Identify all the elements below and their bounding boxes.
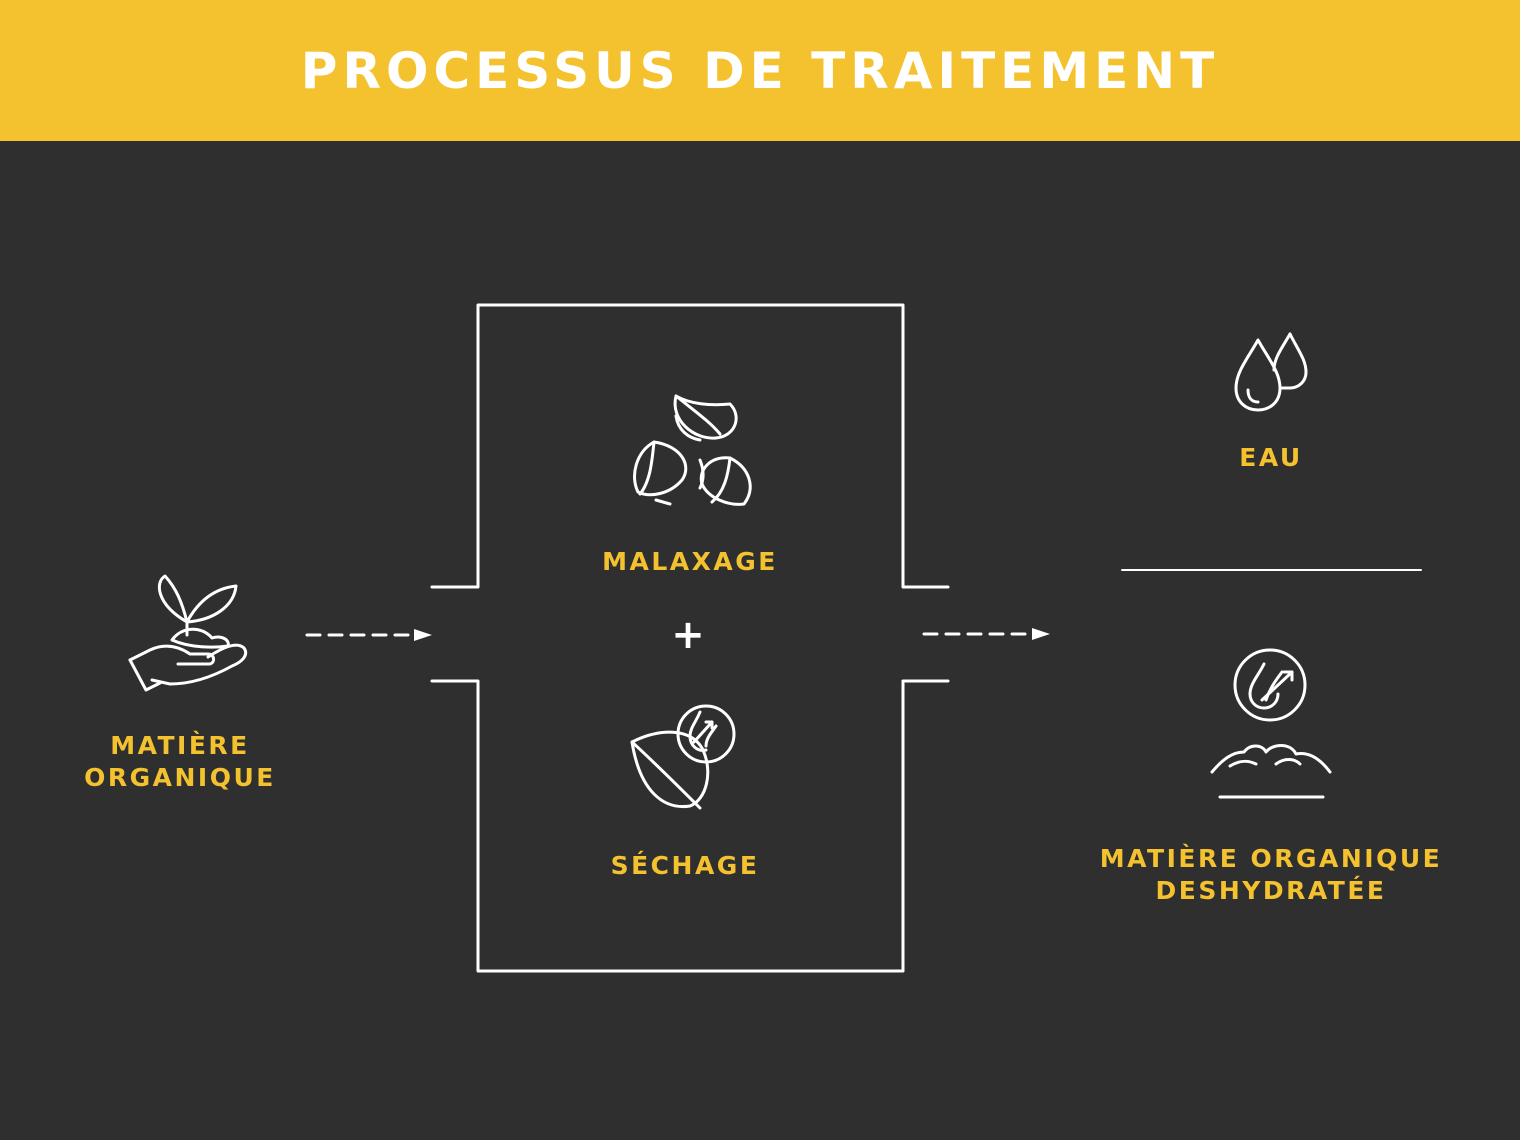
input-label-line2: ORGANIQUE	[84, 763, 276, 792]
dried-matter-icon	[1210, 648, 1332, 799]
plus-operator: +	[671, 612, 705, 658]
process-box-bottom-outline	[430, 679, 950, 973]
output-dry-matter-label: MATIÈRE ORGANIQUE DESHYDRATÉE	[1081, 843, 1461, 907]
water-drops-icon	[1234, 332, 1308, 412]
process-box-top-outline	[430, 303, 950, 589]
output-dry-matter-line2: DESHYDRATÉE	[1155, 876, 1387, 905]
hand-plant-icon	[128, 574, 248, 692]
step-malaxage-label: MALAXAGE	[602, 547, 778, 576]
input-label-line1: MATIÈRE	[110, 731, 250, 760]
output-dry-matter-line1: MATIÈRE ORGANIQUE	[1099, 844, 1443, 873]
input-arrow-head	[414, 629, 432, 641]
recycle-leaves-icon	[633, 394, 752, 506]
output-arrow-head	[1032, 628, 1050, 640]
input-label: MATIÈRE ORGANIQUE	[60, 730, 300, 794]
page-title: PROCESSUS DE TRAITEMENT	[300, 41, 1220, 100]
output-water-label: EAU	[1239, 443, 1303, 472]
header-bar: PROCESSUS DE TRAITEMENT	[0, 0, 1520, 141]
step-sechage-label: SÉCHAGE	[610, 851, 760, 880]
leaf-drying-icon	[630, 704, 736, 810]
